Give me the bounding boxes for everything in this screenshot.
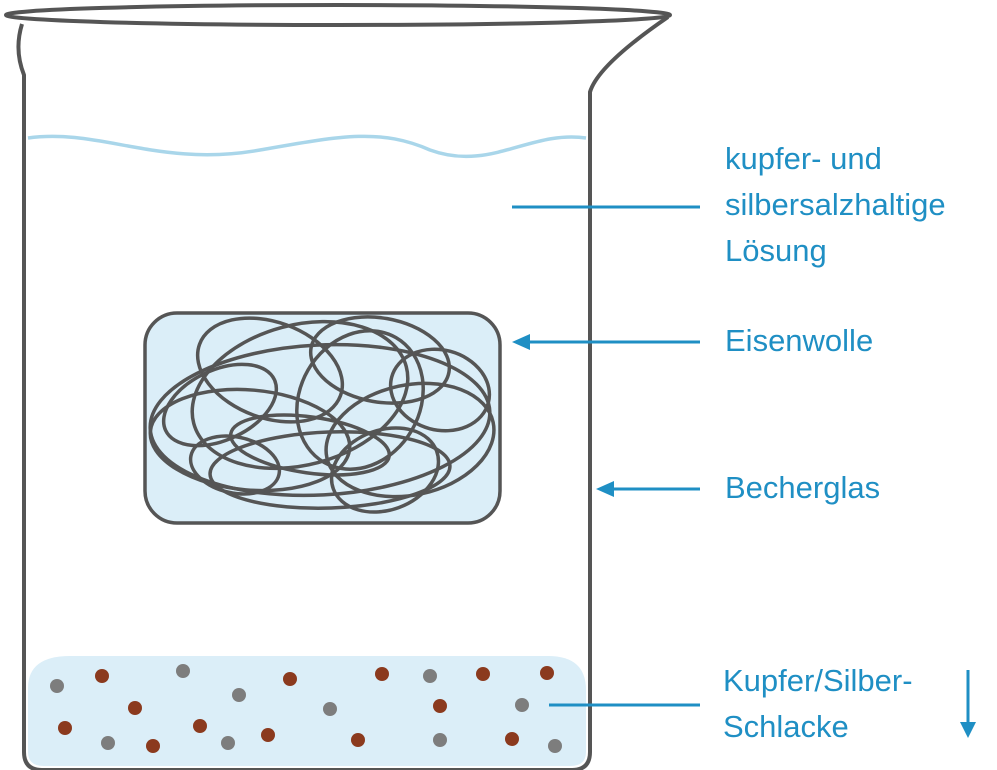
- copper-particle: [375, 667, 389, 681]
- silver-particle: [548, 739, 562, 753]
- copper-particle: [283, 672, 297, 686]
- copper-particle: [476, 667, 490, 681]
- iron-wool-label: Eisenwolle: [725, 323, 874, 358]
- solution-label-line: Lösung: [725, 233, 827, 268]
- slag-label-line: Kupfer/Silber-: [723, 663, 913, 698]
- copper-particle: [540, 666, 554, 680]
- solution-label-line: silbersalzhaltige: [725, 187, 946, 222]
- solution-label: kupfer- und silbersalzhaltige Lösung: [725, 136, 946, 274]
- copper-particle: [58, 721, 72, 735]
- silver-particle: [423, 669, 437, 683]
- copper-particle: [261, 728, 275, 742]
- slag-particles: [50, 664, 562, 753]
- solution-label-line: kupfer- und: [725, 141, 882, 176]
- slag-label-line: Schlacke: [723, 709, 849, 744]
- copper-particle: [128, 701, 142, 715]
- arrow-down-icon: [960, 722, 976, 738]
- copper-particle: [505, 732, 519, 746]
- copper-particle: [95, 669, 109, 683]
- silver-particle: [101, 736, 115, 750]
- silver-particle: [323, 702, 337, 716]
- arrow-left-icon: [512, 334, 530, 350]
- beaker-label: Becherglas: [725, 470, 881, 505]
- liquid-surface: [27, 134, 587, 159]
- copper-particle: [351, 733, 365, 747]
- copper-particle: [146, 739, 160, 753]
- slag-label: Kupfer/Silber- Schlacke: [723, 658, 913, 750]
- copper-particle: [193, 719, 207, 733]
- silver-particle: [433, 733, 447, 747]
- sediment-layer: [28, 656, 586, 766]
- silver-particle: [515, 698, 529, 712]
- silver-particle: [176, 664, 190, 678]
- silver-particle: [50, 679, 64, 693]
- beaker-rim: [4, 3, 672, 27]
- iron-wool-coils: [148, 315, 496, 514]
- silver-particle: [232, 688, 246, 702]
- silver-particle: [221, 736, 235, 750]
- arrow-left-icon: [596, 481, 614, 497]
- copper-particle: [433, 699, 447, 713]
